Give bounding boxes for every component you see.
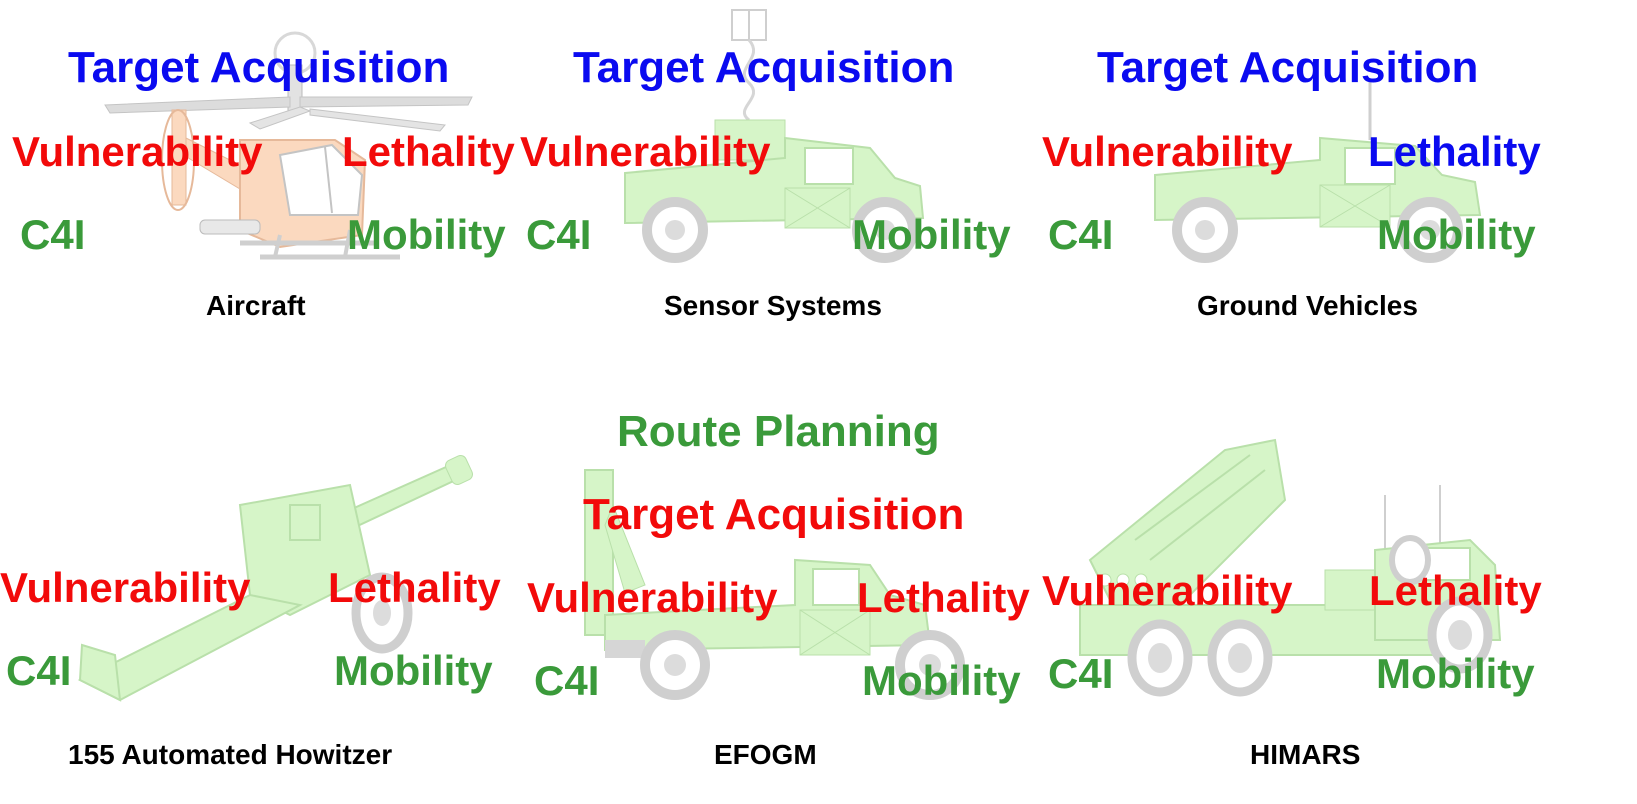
ground-vulnerability-label: Vulnerability [1042, 128, 1293, 175]
howitzer-caption: 155 Automated Howitzer [68, 739, 393, 770]
efogm-caption: EFOGM [714, 739, 817, 770]
ground-caption: Ground Vehicles [1197, 290, 1418, 321]
efogm-launcher-icon [584, 469, 965, 700]
efogm-lethality-label: Lethality [857, 574, 1030, 621]
howitzer-lethality-label: Lethality [328, 564, 501, 611]
efogm-mobility-label: Mobility [862, 657, 1021, 704]
sensor-mobility-label: Mobility [852, 211, 1011, 258]
efogm-c4i-label: C4I [534, 657, 600, 704]
howitzer-c4i-label: C4I [6, 647, 72, 694]
sensor-c4i-label: C4I [526, 211, 592, 258]
ground-mobility-label: Mobility [1377, 211, 1536, 258]
aircraft-vulnerability-label: Vulnerability [12, 128, 263, 175]
aircraft-c4i-label: C4I [20, 211, 86, 258]
efogm-vulnerability-label: Vulnerability [527, 574, 778, 621]
himars-caption: HIMARS [1250, 739, 1361, 770]
howitzer-mobility-label: Mobility [334, 647, 493, 694]
helicopter-icon [104, 31, 473, 260]
himars-truck-icon [1079, 438, 1502, 697]
ground-target-acquisition-label: Target Acquisition [1097, 43, 1479, 92]
efogm-route-planning-label: Route Planning [617, 407, 940, 456]
sensor-target-acquisition-label: Target Acquisition [573, 43, 955, 92]
efogm-target-acquisition-label: Target Acquisition [583, 490, 965, 539]
aircraft-mobility-label: Mobility [347, 211, 506, 258]
himars-c4i-label: C4I [1048, 650, 1114, 697]
ground-lethality-label: Lethality [1368, 128, 1541, 175]
himars-lethality-label: Lethality [1369, 567, 1542, 614]
humvee-icon [1154, 80, 1482, 263]
howitzer-icon [77, 455, 473, 702]
aircraft-caption: Aircraft [206, 290, 306, 321]
aircraft-target-acquisition-label: Target Acquisition [68, 43, 450, 92]
sensor-caption: Sensor Systems [664, 290, 882, 321]
humvee-sensor-icon [624, 9, 925, 263]
himars-mobility-label: Mobility [1376, 650, 1535, 697]
howitzer-vulnerability-label: Vulnerability [0, 564, 251, 611]
ground-c4i-label: C4I [1048, 211, 1114, 258]
sensor-vulnerability-label: Vulnerability [520, 128, 771, 175]
aircraft-lethality-label: Lethality [342, 128, 515, 175]
himars-vulnerability-label: Vulnerability [1042, 567, 1293, 614]
